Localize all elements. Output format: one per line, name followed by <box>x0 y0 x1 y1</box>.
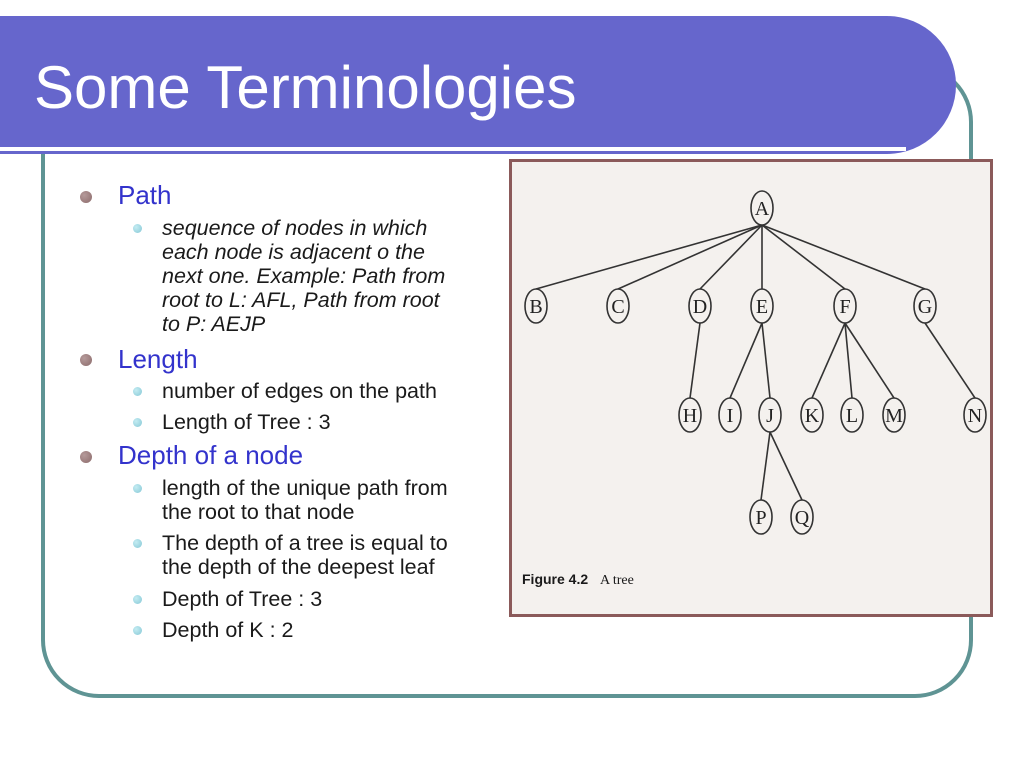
tree-edge-J-P <box>760 431 771 501</box>
path-definition: sequence of nodes in which each node is … <box>162 216 446 336</box>
svg-text:P: P <box>755 507 766 529</box>
depth-definition: length of the unique path from the root … <box>162 476 448 524</box>
slide-title: Some Terminologies <box>34 54 577 121</box>
tree-node-E: E <box>750 288 774 324</box>
svg-text:B: B <box>529 296 542 318</box>
tree-node-P: P <box>749 499 773 535</box>
tree-node-K: K <box>800 397 824 433</box>
tree-edge-A-C <box>617 224 763 290</box>
sub-bullet-dot-icon <box>133 539 142 548</box>
bullet-dot-icon <box>80 451 92 463</box>
tree-depth-definition: The depth of a tree is equal to the dept… <box>162 531 448 579</box>
figure-caption-text: A tree <box>600 573 634 588</box>
bullet-dot-icon <box>80 354 92 366</box>
title-bar: Some Terminologies <box>0 16 956 154</box>
figure-caption-label: Figure 4.2 <box>522 571 588 587</box>
svg-text:I: I <box>727 405 734 427</box>
bullet-heading-length: Length <box>118 344 198 374</box>
tree-node-N: N <box>963 397 987 433</box>
tree-edge-A-F <box>761 224 846 290</box>
tree-edge-J-Q <box>769 431 803 501</box>
tree-node-A: A <box>750 190 774 226</box>
tree-edge-E-I <box>729 322 763 399</box>
depth-of-k: Depth of K : 2 <box>162 618 294 642</box>
tree-node-D: D <box>688 288 712 324</box>
tree-edge-F-L <box>844 322 853 399</box>
sub-bullet-dot-icon <box>133 387 142 396</box>
length-definition: number of edges on the path <box>162 379 437 403</box>
tree-node-J: J <box>758 397 782 433</box>
svg-text:G: G <box>918 296 932 318</box>
tree-edge-F-K <box>811 322 846 399</box>
svg-text:L: L <box>846 405 858 427</box>
svg-text:E: E <box>756 296 768 318</box>
svg-text:K: K <box>805 405 820 427</box>
svg-text:Q: Q <box>795 507 810 529</box>
tree-diagram: A B C D E F G H I J K L M N P Q Figure 4.2 A tree <box>522 190 987 588</box>
tree-edge-D-H <box>689 322 701 399</box>
bullet-heading-path: Path <box>118 180 172 210</box>
sub-bullet-dot-icon <box>133 626 142 635</box>
svg-text:J: J <box>766 405 774 427</box>
tree-edge-F-M <box>844 322 895 399</box>
tree-node-H: H <box>678 397 702 433</box>
svg-text:D: D <box>693 296 707 318</box>
depth-of-tree: Depth of Tree : 3 <box>162 587 323 611</box>
tree-node-F: F <box>833 288 857 324</box>
svg-text:N: N <box>968 405 982 427</box>
tree-edge-G-N <box>924 322 976 399</box>
svg-text:F: F <box>839 296 850 318</box>
tree-node-B: B <box>524 288 548 324</box>
sub-bullet-dot-icon <box>133 418 142 427</box>
sub-bullet-dot-icon <box>133 484 142 493</box>
bullet-dot-icon <box>80 191 92 203</box>
svg-text:H: H <box>683 405 697 427</box>
tree-edge-A-B <box>535 224 763 290</box>
tree-node-L: L <box>840 397 864 433</box>
bullet-heading-depth: Depth of a node <box>118 440 304 470</box>
tree-edge-A-D <box>699 224 763 290</box>
sub-bullet-dot-icon <box>133 595 142 604</box>
tree-node-Q: Q <box>790 499 814 535</box>
tree-figure: A B C D E F G H I J K L M N P Q Figure 4.2 A tree <box>509 159 993 617</box>
tree-node-I: I <box>718 397 742 433</box>
svg-text:M: M <box>885 405 903 427</box>
tree-node-G: G <box>913 288 937 324</box>
sub-bullet-dot-icon <box>133 224 142 233</box>
tree-edge-E-J <box>761 322 771 399</box>
tree-node-C: C <box>606 288 630 324</box>
tree-node-M: M <box>882 397 906 433</box>
svg-text:A: A <box>755 198 770 220</box>
svg-text:C: C <box>611 296 624 318</box>
title-underline <box>0 147 906 151</box>
tree-edge-A-G <box>761 224 926 290</box>
length-of-tree: Length of Tree : 3 <box>162 410 331 434</box>
